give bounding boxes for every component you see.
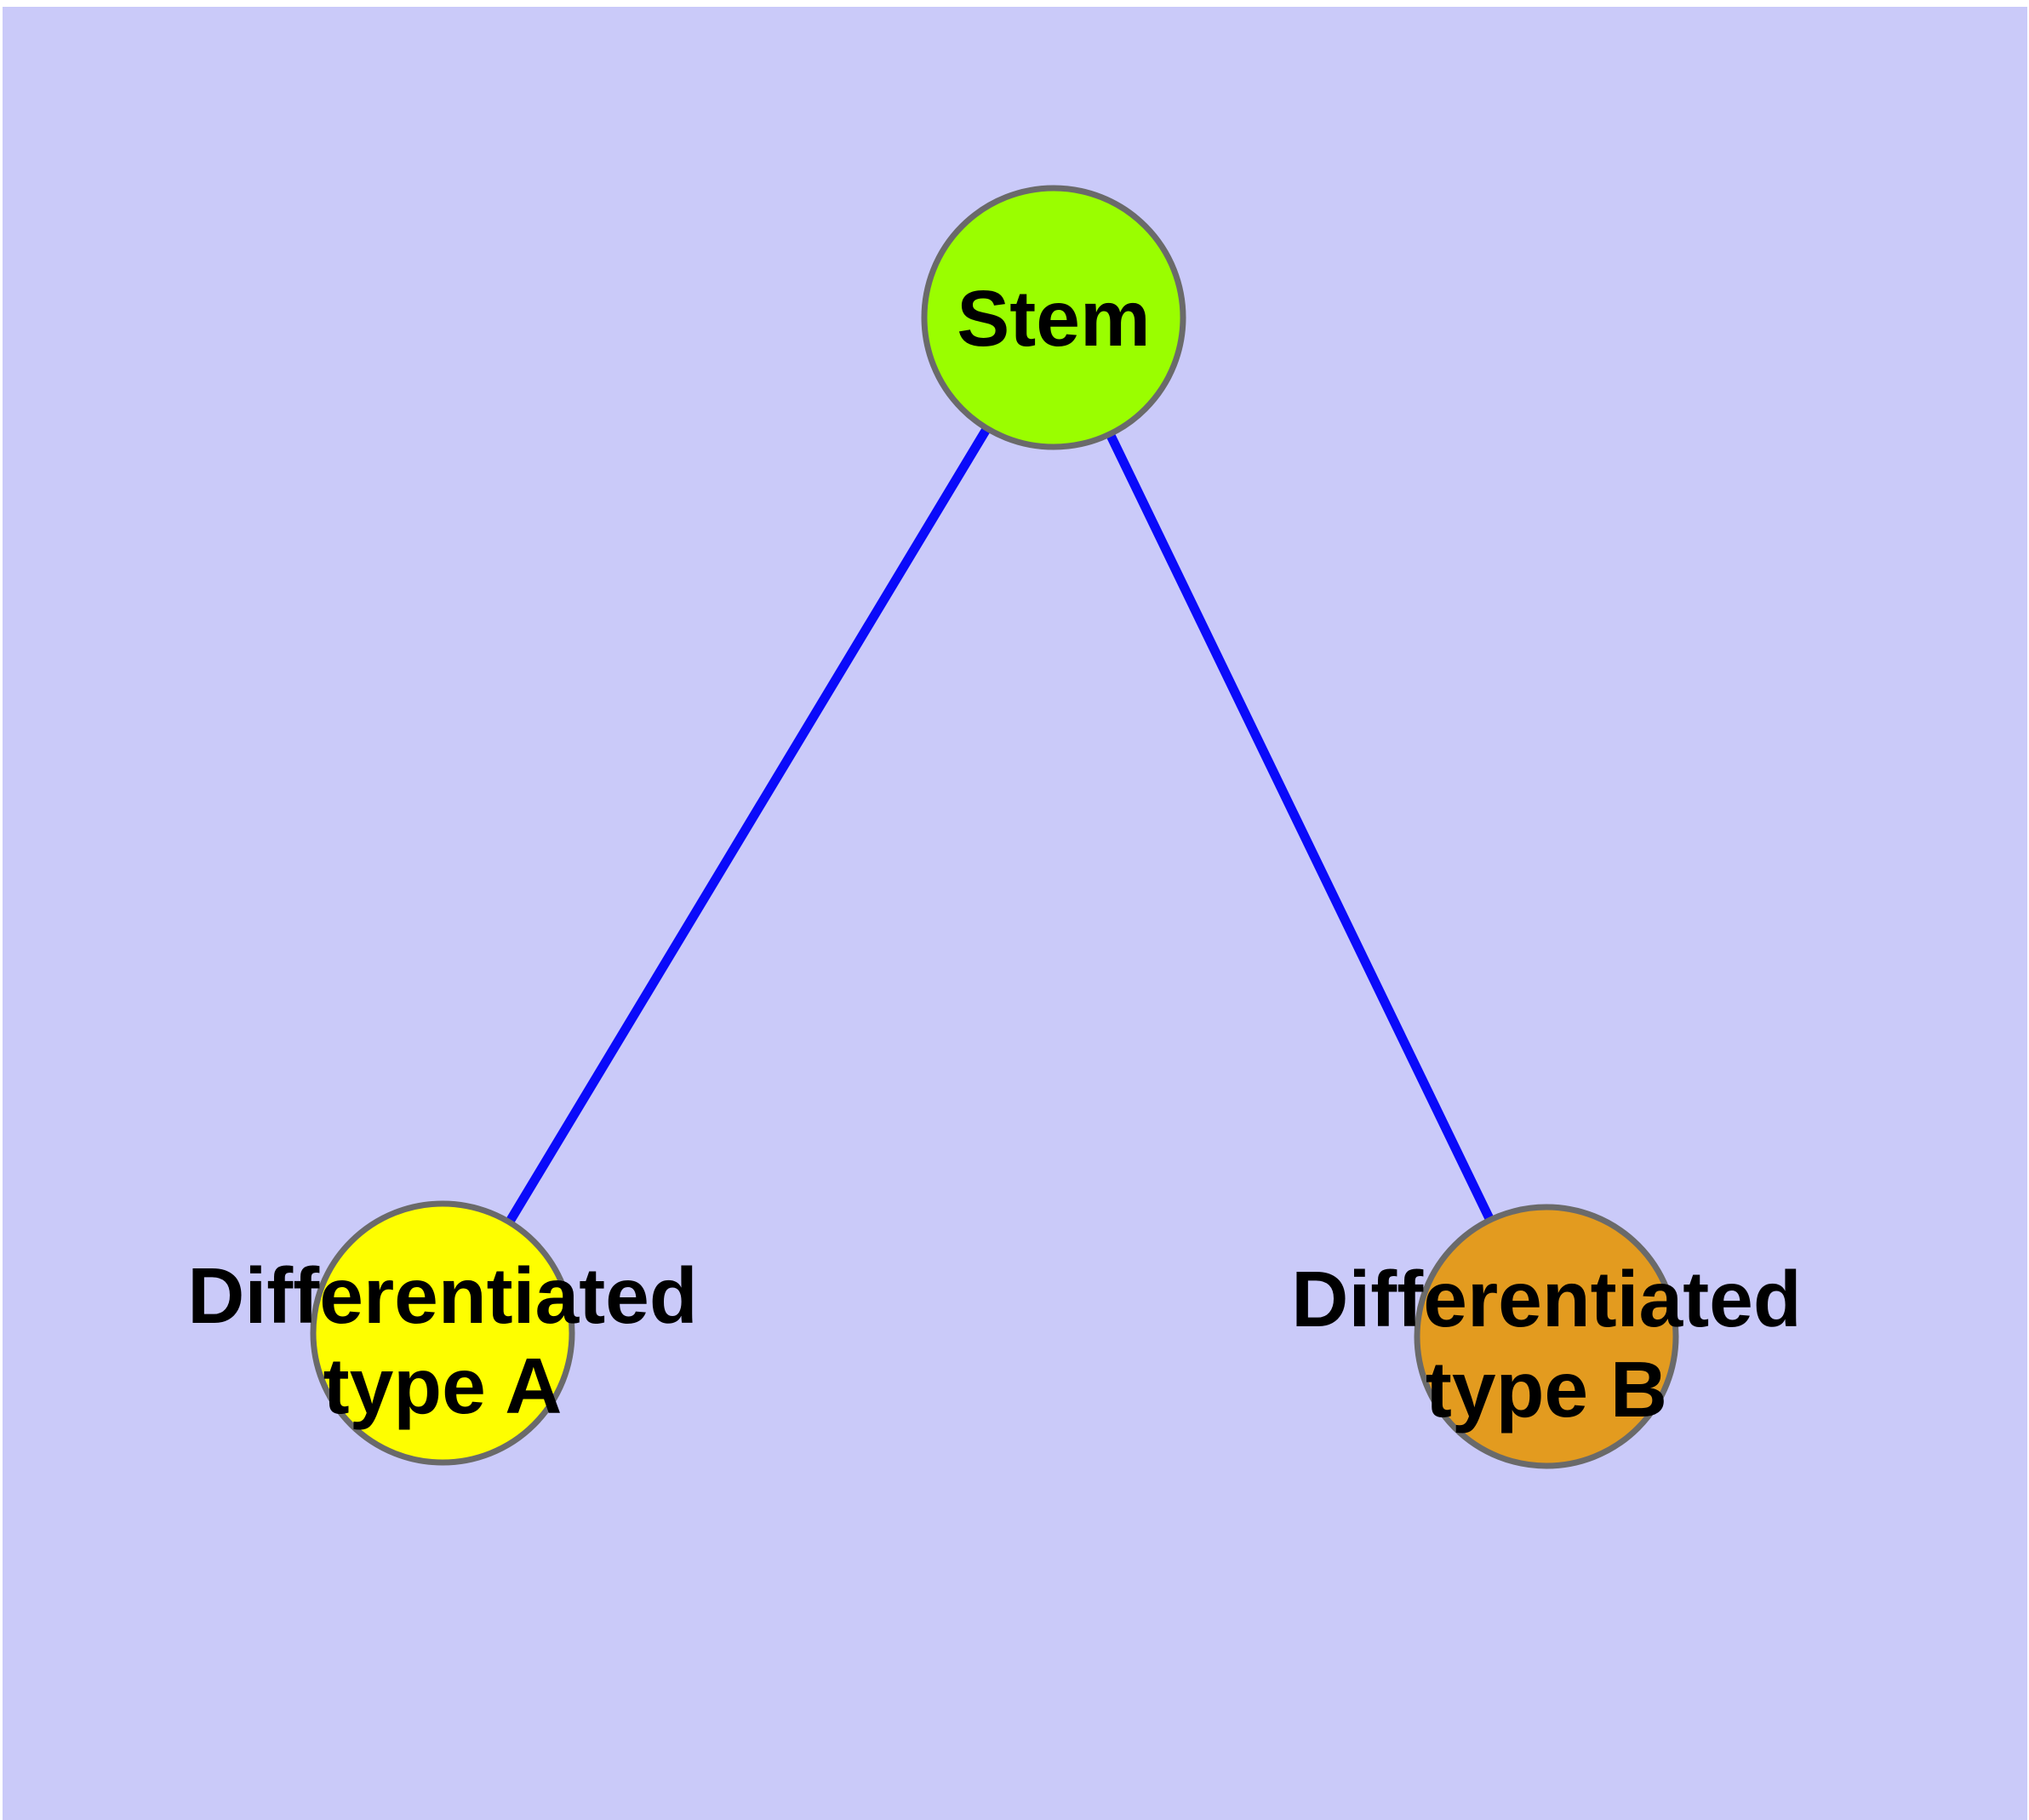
type-b-node-circle	[1414, 1204, 1679, 1469]
type-a-node-label-line1: Differentiated	[187, 1251, 697, 1340]
type-b-node-label-line2: type B	[1426, 1345, 1667, 1434]
type-a-node-label-line2: type A	[323, 1342, 563, 1430]
stem-node-label: Stem	[957, 274, 1150, 363]
type-b-node-label-line1: Differentiated	[1291, 1255, 1801, 1343]
type-a-node-circle	[310, 1200, 575, 1466]
edge-stem-to-type-a	[438, 315, 1058, 1336]
edge-stem-to-type-b	[1049, 315, 1551, 1339]
stem-node-circle	[921, 185, 1186, 450]
